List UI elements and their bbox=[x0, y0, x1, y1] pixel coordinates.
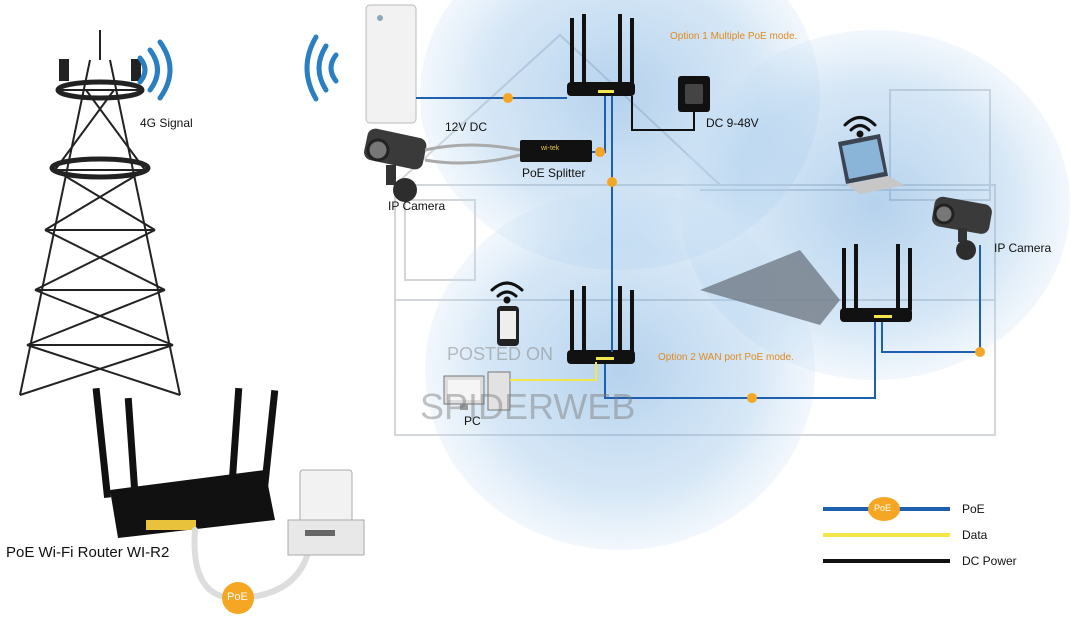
laptop-icon bbox=[838, 134, 905, 194]
wifi-phone-icon bbox=[490, 281, 524, 304]
ip-camera-left-icon bbox=[364, 128, 427, 202]
pc-label: PC bbox=[464, 414, 481, 428]
cell-tower bbox=[19, 30, 181, 396]
poe-badge-circle bbox=[222, 582, 254, 614]
receiver-waves-icon bbox=[304, 34, 339, 102]
outdoor-cpe-bottom-icon bbox=[287, 469, 365, 556]
option1-label: Option 1 Multiple PoE mode. bbox=[670, 31, 798, 42]
ip-camera-left-label: IP Camera bbox=[388, 199, 446, 213]
outdoor-cpe bbox=[365, 4, 417, 124]
wifi-laptop-icon bbox=[843, 116, 877, 138]
smartphone-icon bbox=[497, 306, 519, 346]
pointer-shape bbox=[700, 250, 840, 325]
coverage-zone-bottom bbox=[425, 190, 815, 550]
dc-9-48-label: DC 9-48V bbox=[706, 116, 759, 130]
router-bottom-icon bbox=[567, 286, 635, 364]
ip-camera-right-label: IP Camera bbox=[994, 241, 1052, 255]
ip-camera-right-icon bbox=[932, 196, 992, 260]
router-caption: PoE Wi-Fi Router WI-R2 bbox=[6, 544, 170, 561]
router-top-icon bbox=[567, 14, 635, 96]
data-lines bbox=[510, 362, 597, 381]
poe-splitter-icon bbox=[520, 140, 592, 162]
poe-badge-label: PoE bbox=[227, 591, 248, 603]
splitter-brand-label: wi-tek bbox=[541, 145, 560, 152]
watermark-line1: POSTED ON bbox=[447, 344, 554, 364]
dc-adapter-icon bbox=[678, 76, 710, 112]
dc-12v-label: 12V DC bbox=[445, 120, 488, 134]
router-right-icon bbox=[840, 244, 912, 322]
legend-poe-badge: PoE bbox=[874, 503, 892, 513]
signal-label: 4G Signal bbox=[140, 116, 193, 130]
signal-waves-icon bbox=[137, 39, 173, 101]
poe-dots bbox=[503, 93, 985, 403]
legend-dc-power-label: DC Power bbox=[962, 554, 1017, 568]
poe-splitter-label: PoE Splitter bbox=[522, 166, 586, 180]
legend-poe-label: PoE bbox=[962, 502, 985, 516]
router-wi-r2-icon bbox=[92, 387, 279, 538]
camera-cables bbox=[424, 143, 521, 165]
option2-label: Option 2 WAN port PoE mode. bbox=[658, 352, 794, 363]
pc-icon bbox=[443, 371, 511, 411]
legend-lines bbox=[823, 497, 950, 563]
dc-lines bbox=[631, 96, 695, 131]
legend-data-label: Data bbox=[962, 528, 988, 542]
watermark-line2: SPIDERWEB bbox=[420, 386, 636, 427]
